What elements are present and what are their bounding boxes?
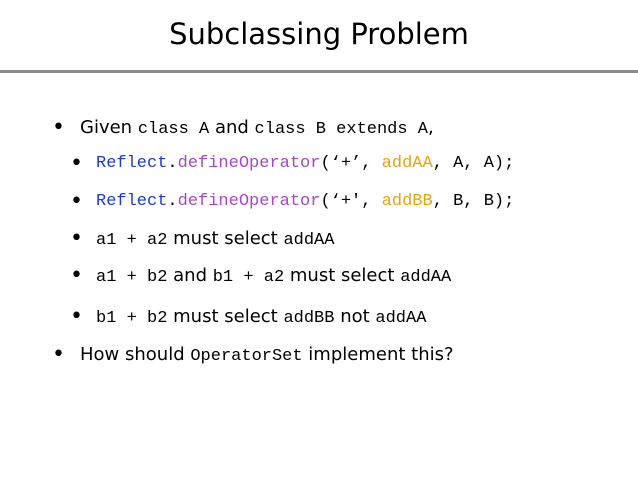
text-segment: , [427,117,434,138]
code-object: Reflect [96,192,168,211]
code-args: , A, A); [432,154,515,173]
code-args: , B, B); [432,192,515,211]
bullet-text: a1 + b2 and b1 + a2 must select addAA [96,264,451,290]
bullet-text: b1 + b2 must select addBB not addAA [96,305,426,331]
code-segment: addAA [400,268,452,287]
code-args: (‘+', [320,192,382,211]
text-segment: and [209,117,255,138]
code-segment: b1 + a2 [212,268,285,287]
bullet-icon: • [70,226,83,251]
slide-title: Subclassing Problem [169,17,469,51]
bullet-text: Reflect.defineOperator(‘+’, addAA, A, A)… [96,152,514,176]
text-segment: and [167,265,213,286]
text-segment: must select [167,306,284,327]
bullet-text: a1 + a2 must select addAA [96,227,334,253]
bullet-icon: • [70,189,83,214]
bullet-icon: • [52,115,65,140]
bullet-icon: • [52,342,65,367]
bullet-icon: • [70,263,83,288]
text-segment: implement this? [302,344,454,365]
code-method: defineOperator [177,192,321,211]
code-segment: class B extends A [254,120,428,139]
code-segment: b1 + b2 [96,309,168,328]
code-operator-fn: addAA [381,154,433,173]
bullet-icon: • [70,151,83,176]
code-dot: . [167,192,178,211]
code-args: (‘+’, [320,154,382,173]
bullet-text: Reflect.defineOperator(‘+', addBB, B, B)… [96,190,514,214]
text-segment: not [334,306,376,327]
bullet-text: Given class A and class B extends A, [80,116,434,142]
text-segment: How should [80,344,191,365]
code-segment: OperatorSet [190,347,303,366]
text-segment: Given [80,117,138,138]
code-object: Reflect [96,154,168,173]
code-method: defineOperator [177,154,321,173]
code-segment: addAA [283,231,335,250]
title-divider [0,70,638,73]
text-segment: must select [167,228,284,249]
text-segment: must select [284,265,401,286]
code-segment: class A [137,120,210,139]
code-dot: . [167,154,178,173]
code-segment: a1 + a2 [96,231,168,250]
bullet-text: How should OperatorSet implement this? [80,343,454,369]
code-segment: addBB [283,309,335,328]
bullet-icon: • [70,304,83,329]
code-segment: addAA [375,309,427,328]
code-segment: a1 + b2 [96,268,168,287]
code-operator-fn: addBB [381,192,433,211]
